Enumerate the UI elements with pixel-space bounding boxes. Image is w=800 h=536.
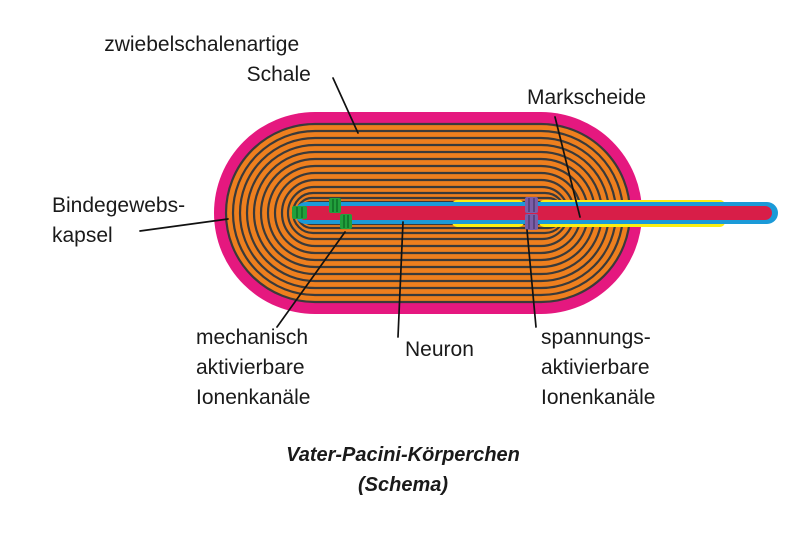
label-mechano-line-2: aktivierbare	[196, 356, 305, 379]
label-lamellae-line-1: zwiebelschalenartige	[104, 33, 299, 56]
leader-lines	[139, 77, 581, 338]
pacinian-corpuscle	[214, 112, 778, 314]
leader-connective-tissue-capsule	[139, 218, 229, 232]
leader-lamellae	[332, 77, 359, 134]
leader-myelin-sheath	[554, 116, 581, 218]
label-neuron-line-1: Neuron	[405, 338, 474, 361]
neuron	[292, 197, 778, 230]
caption-subtitle: (Schema)	[358, 474, 448, 496]
label-myelin-sheath: Markscheide	[527, 86, 675, 109]
label-mechano-line-1: mechanisch	[196, 326, 308, 349]
label-mechanically-gated-ion-channels: mechanisch aktivierbare Ionenkanäle	[196, 326, 349, 409]
leader-neuron	[397, 221, 404, 338]
figure-caption: Vater-Pacini-Körperchen (Schema)	[286, 444, 520, 496]
label-voltage-gated-ion-channels: spannungs- aktivierbare Ionenkanäle	[541, 326, 692, 409]
label-capsule-line-2: kapsel	[52, 224, 113, 247]
label-connective-tissue-capsule: Bindegewebs- kapsel	[52, 194, 226, 247]
label-capsule-line-1: Bindegewebs-	[52, 194, 185, 217]
label-lamellae-line-2: Schale	[247, 63, 311, 86]
label-myelin-sheath-line-1: Markscheide	[527, 86, 646, 109]
label-neuron: Neuron	[405, 338, 503, 361]
leader-mechanically-gated-ion-channels	[276, 231, 346, 328]
label-voltage-line-1: spannungs-	[541, 326, 651, 349]
label-voltage-line-2: aktivierbare	[541, 356, 650, 379]
voltage-gated-ion-channels	[525, 197, 538, 230]
label-lamellae: zwiebelschalenartige Schale	[104, 33, 340, 86]
leader-voltage-gated-ion-channels	[526, 229, 537, 328]
caption-title: Vater-Pacini-Körperchen	[286, 444, 520, 466]
label-mechano-line-3: Ionenkanäle	[196, 386, 310, 409]
figure-labels: zwiebelschalenartige Schale Markscheide …	[52, 33, 692, 409]
label-voltage-line-3: Ionenkanäle	[541, 386, 655, 409]
mechanically-gated-ion-channels	[292, 198, 352, 229]
